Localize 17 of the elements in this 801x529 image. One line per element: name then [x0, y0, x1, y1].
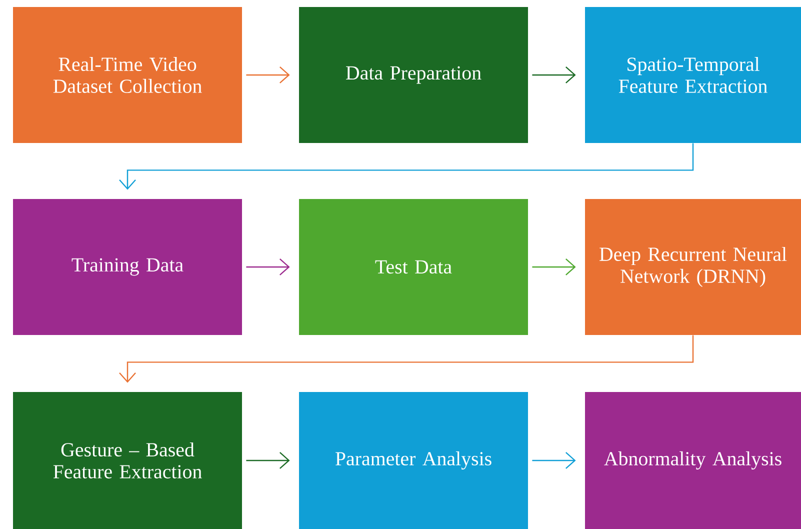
arrow [532, 258, 576, 276]
arrow [532, 66, 576, 84]
process-box: Data Preparation [299, 7, 528, 143]
arrow [119, 143, 694, 190]
process-box: Parameter Analysis [299, 392, 528, 529]
process-box: Test Data [299, 198, 528, 335]
arrow [532, 452, 576, 469]
arrow [246, 452, 290, 469]
process-box: Abnormality Analysis [585, 392, 801, 529]
process-box: Deep Recurrent Neural Network (DRNN) [585, 198, 801, 335]
process-box: Spatio-Temporal Feature Extraction [585, 7, 801, 143]
process-box: Gesture – Based Feature Extraction [13, 392, 242, 529]
process-box: Real-Time Video Dataset Collection [13, 7, 242, 143]
arrow [119, 335, 694, 383]
process-box: Training Data [13, 198, 242, 335]
arrow [246, 258, 290, 276]
arrow [246, 66, 290, 84]
